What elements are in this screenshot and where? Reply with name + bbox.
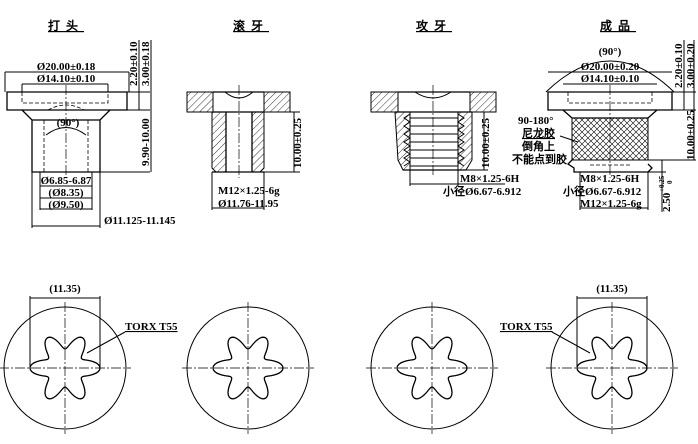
- view-tapping: 10.00±0.25 M8×1.25-6H 小径Ø6.67-6.912: [370, 85, 522, 198]
- tol-lower: 0: [666, 180, 674, 184]
- minor-diameter: 小径Ø6.67-6.912: [562, 184, 642, 198]
- tol-upper: +0.25: [658, 175, 666, 192]
- drive-width-dimension: [576, 296, 648, 368]
- dim-inner-diameter: (Ø8.35): [48, 187, 83, 199]
- title-heading: 打头: [48, 18, 84, 33]
- drive-type-left: TORX T55: [125, 321, 178, 333]
- torx-recess-icon: [212, 336, 284, 400]
- dim-head-diameter: Ø20.00±0.20: [581, 61, 640, 73]
- view-finished: (90°) Ø20.00±0.20 Ø14.10±0.10 2.20±0.10 …: [512, 40, 697, 212]
- dim-angle: (90°): [57, 117, 80, 129]
- title-tapping: 攻牙: [416, 18, 452, 33]
- inner-thread-spec: M8×1.25-6H: [580, 173, 640, 185]
- title-finished: 成品: [600, 18, 636, 33]
- dim-recess-diameter: Ø14.10±0.10: [37, 73, 96, 85]
- drive-type-right: TORX T55: [500, 321, 553, 333]
- dim-head-height: 3.00±0.20: [685, 43, 697, 88]
- dim-body-diameter: Ø11.125-11.145: [104, 215, 176, 227]
- top-views: [0, 296, 678, 434]
- note-no-glue: 不能点到胶: [512, 152, 567, 166]
- drive-width-right: (11.35): [596, 283, 628, 295]
- leader-line: [86, 331, 126, 354]
- dim-length: 10.00±0.25: [685, 109, 697, 160]
- drive-width-dimension: [29, 296, 101, 368]
- minor-diameter: 小径Ø6.67-6.912: [442, 184, 522, 198]
- title-rolling: 滚牙: [233, 18, 269, 33]
- note-chamfer: 倒角上: [521, 139, 555, 153]
- dim-flange-height: 2.20±0.10: [128, 41, 140, 86]
- note-angle: 90-180°: [518, 115, 554, 127]
- dim-length: 9.90-10.00: [140, 118, 152, 166]
- drive-width-left: (11.35): [49, 283, 81, 295]
- dim-glue-offset: 2.50: [661, 192, 673, 212]
- dim-major-diameter: Ø11.76-11.95: [218, 198, 279, 210]
- dim-flange-height: 2.20±0.10: [673, 43, 685, 88]
- dim-head-height: 3.00±0.18: [140, 41, 152, 86]
- view-heading: Ø20.00±0.18 Ø14.10±0.10 2.20±0.10 3.00±0…: [4, 40, 176, 228]
- torx-recess-icon: [396, 336, 468, 400]
- dim-length: 10.00±0.25: [480, 117, 492, 168]
- thread-spec: M8×1.25-6H: [460, 173, 520, 185]
- view-rolling: 10.00±0.25 M12×1.25-6g Ø11.76-11.95: [186, 85, 304, 210]
- dim-angle: (90°): [599, 46, 622, 58]
- leader-line: [551, 331, 591, 354]
- dim-hole-diameter: Ø6.85-6.87: [41, 175, 92, 187]
- outer-thread-spec: M12×1.25-6g: [580, 198, 642, 210]
- thread-spec: M12×1.25-6g: [218, 185, 280, 197]
- note-nylon: 尼龙胶: [522, 126, 555, 140]
- dim-length: 10.00±0.25: [292, 117, 304, 168]
- dim-head-diameter: Ø20.00±0.18: [37, 61, 96, 73]
- dim-recess-diameter: Ø14.10±0.10: [581, 73, 640, 85]
- dim-chamfer-diameter: (Ø9.50): [48, 199, 83, 211]
